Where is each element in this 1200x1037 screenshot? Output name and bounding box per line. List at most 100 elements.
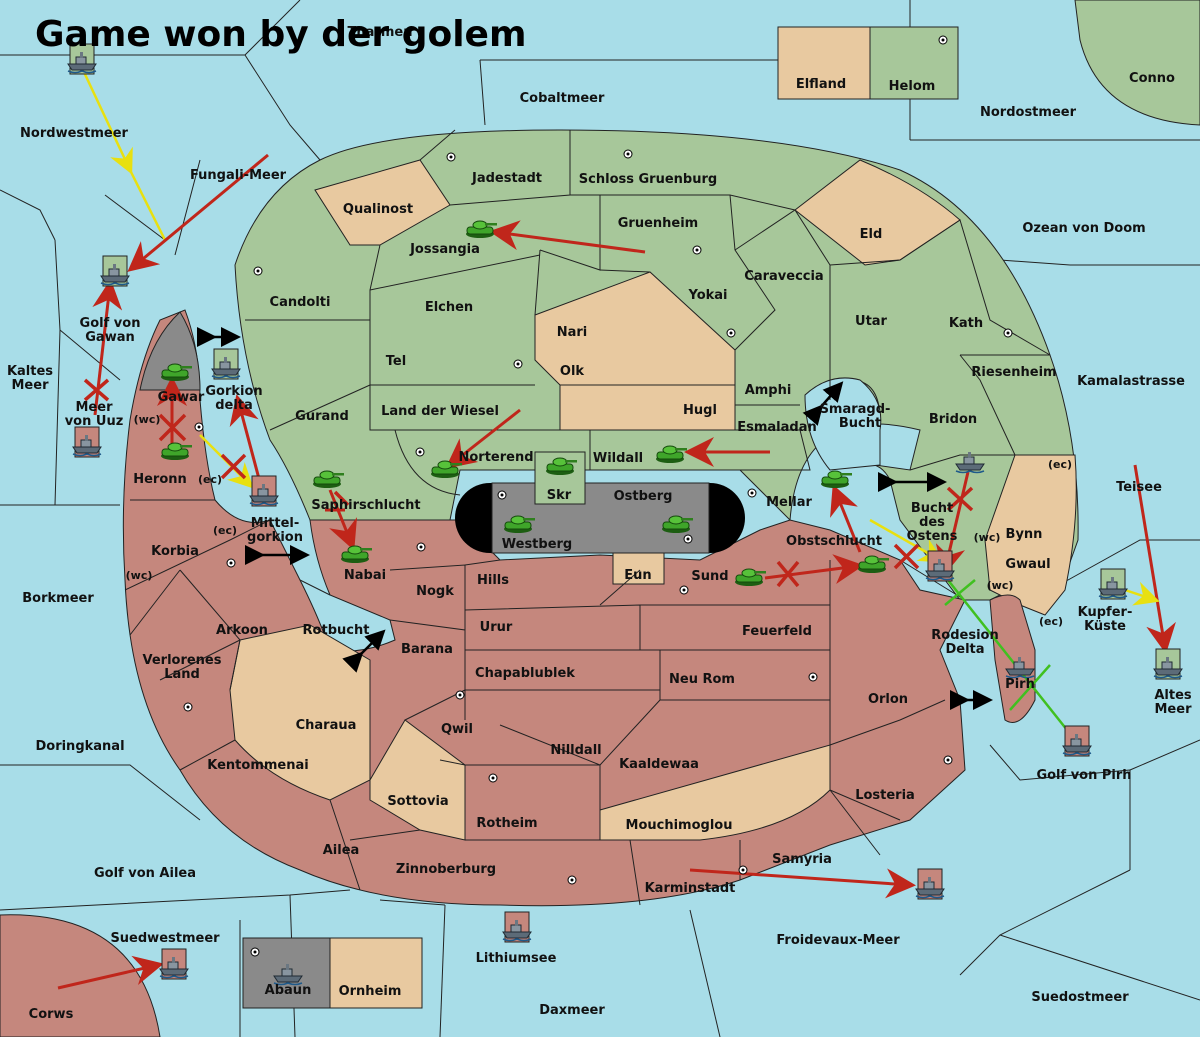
- label-altes-2: Meer: [1155, 702, 1193, 717]
- label-kaltes: Kaltes: [7, 364, 53, 379]
- label-eun: Eun: [624, 568, 651, 583]
- label-mittel: Mittel-: [251, 516, 300, 531]
- label-suedwestmeer: Suedwestmeer: [110, 931, 220, 946]
- label-daxmeer: Daxmeer: [539, 1003, 605, 1018]
- label-caraveccia: Caraveccia: [744, 269, 823, 284]
- double-arrow-icons: [197, 327, 993, 710]
- label-ec-gwaul: (ec): [1039, 615, 1063, 628]
- label-charaua: Charaua: [296, 718, 357, 733]
- label-nabai: Nabai: [344, 568, 386, 583]
- label-nordwestmeer: Nordwestmeer: [20, 126, 128, 141]
- region-conno[interactable]: [1074, 0, 1200, 126]
- ship-icon: [159, 948, 189, 980]
- label-ec-korbia: (ec): [213, 524, 237, 537]
- ship-icon: [1098, 568, 1128, 600]
- label-doringkanal: Doringkanal: [35, 739, 124, 754]
- label-pirh: Pirh: [1005, 677, 1035, 692]
- label-golf-gawan: Golf von: [80, 316, 141, 331]
- label-neu-rom: Neu Rom: [669, 672, 735, 687]
- label-kupfer: Kupfer-: [1078, 605, 1133, 620]
- fleet-units: [67, 43, 1183, 986]
- label-wc-korbia: (wc): [126, 569, 153, 582]
- label-eld: Eld: [860, 227, 883, 242]
- label-golf-pirh: Golf von Pirh: [1036, 768, 1131, 783]
- region-corws[interactable]: [0, 914, 161, 1037]
- label-mittel-2: gorkion: [247, 530, 303, 545]
- label-suedostmeer: Suedostmeer: [1031, 990, 1129, 1005]
- label-verlorenes-2: Land: [164, 667, 200, 682]
- label-gorkion-2: delta: [215, 398, 253, 413]
- region-pirh[interactable]: [989, 594, 1036, 723]
- label-losteria: Losteria: [855, 788, 915, 803]
- label-wildall: Wildall: [593, 451, 643, 466]
- label-nordostmeer: Nordostmeer: [980, 105, 1077, 120]
- label-rodesion: Rodesion: [931, 628, 998, 643]
- green-inner-borders: [245, 129, 1051, 496]
- label-land-wiesel: Land der Wiesel: [381, 404, 499, 419]
- label-elchen: Elchen: [425, 300, 473, 315]
- label-meer-uuz: Meer: [76, 400, 114, 415]
- label-rodesion-2: Delta: [945, 642, 984, 657]
- region-bynn-gwaul[interactable]: [984, 454, 1077, 616]
- label-gwaul: Gwaul: [1005, 557, 1050, 572]
- label-gruenheim: Gruenheim: [618, 216, 698, 231]
- label-wc-gawar: (wc): [134, 413, 161, 426]
- region-charaua[interactable]: [229, 624, 371, 801]
- label-korbia: Korbia: [151, 544, 199, 559]
- ship-icon: [249, 475, 279, 507]
- label-ostberg: Ostberg: [614, 489, 673, 504]
- label-conno: Conno: [1129, 71, 1175, 86]
- label-kaaldewaa: Kaaldewaa: [619, 757, 699, 772]
- label-ailea: Ailea: [323, 843, 360, 858]
- label-bucht: Bucht: [911, 501, 953, 516]
- label-rotbucht: Rotbucht: [303, 623, 370, 638]
- label-elfland: Elfland: [796, 77, 846, 92]
- label-golf-ailea: Golf von Ailea: [94, 866, 196, 881]
- label-sund: Sund: [691, 569, 728, 584]
- label-nilldall: Nilldall: [550, 743, 601, 758]
- ship-icon: [502, 911, 532, 943]
- label-hills: Hills: [477, 573, 509, 588]
- label-gorkion: Gorkion: [205, 384, 262, 399]
- label-borkmeer: Borkmeer: [22, 591, 94, 606]
- label-utar: Utar: [855, 314, 888, 329]
- label-smaragd: Smaragd-: [820, 402, 891, 417]
- label-jossangia: Jossangia: [409, 242, 480, 257]
- region-qualinost[interactable]: [314, 159, 451, 246]
- ship-icon: [915, 868, 945, 900]
- label-froidevaux: Froidevaux-Meer: [776, 933, 900, 948]
- region-elfland[interactable]: [777, 26, 871, 100]
- ship-icon: [1062, 725, 1092, 757]
- label-meer-uuz-2: von Uuz: [65, 414, 124, 429]
- label-wc-gwaul: (wc): [987, 579, 1014, 592]
- label-kentommenai: Kentommenai: [207, 758, 308, 773]
- label-altes: Altes: [1154, 688, 1192, 703]
- region-ornheim[interactable]: [329, 937, 423, 1009]
- label-wc-bynn: (wc): [974, 531, 1001, 544]
- label-cobaltmeer: Cobaltmeer: [520, 91, 605, 106]
- label-mouchimoglou: Mouchimoglou: [626, 818, 733, 833]
- label-urur: Urur: [480, 620, 513, 635]
- label-barana: Barana: [401, 642, 453, 657]
- label-rotheim: Rotheim: [476, 816, 537, 831]
- label-nogk: Nogk: [416, 584, 454, 599]
- label-fungali: Fungali-Meer: [190, 168, 287, 183]
- label-bucht-3: Ostens: [907, 529, 958, 544]
- label-kamalastrasse: Kamalastrasse: [1077, 374, 1185, 389]
- label-zinnoberburg: Zinnoberburg: [396, 862, 496, 877]
- label-teisee: Teisee: [1116, 480, 1162, 495]
- label-norterend: Norterend: [458, 450, 533, 465]
- label-hugl: Hugl: [683, 403, 717, 418]
- ship-icon: [211, 348, 241, 380]
- label-ec-heronn: (ec): [198, 473, 222, 486]
- region-mouchimoglou[interactable]: [599, 744, 831, 841]
- label-olk: Olk: [560, 364, 585, 379]
- label-kath: Kath: [949, 316, 983, 331]
- page-title: Game won by der golem: [35, 14, 526, 55]
- label-ornheim: Ornheim: [339, 984, 402, 999]
- label-ozean: Ozean von Doom: [1022, 221, 1145, 236]
- label-orlon: Orlon: [868, 692, 908, 707]
- label-arkoon: Arkoon: [216, 623, 268, 638]
